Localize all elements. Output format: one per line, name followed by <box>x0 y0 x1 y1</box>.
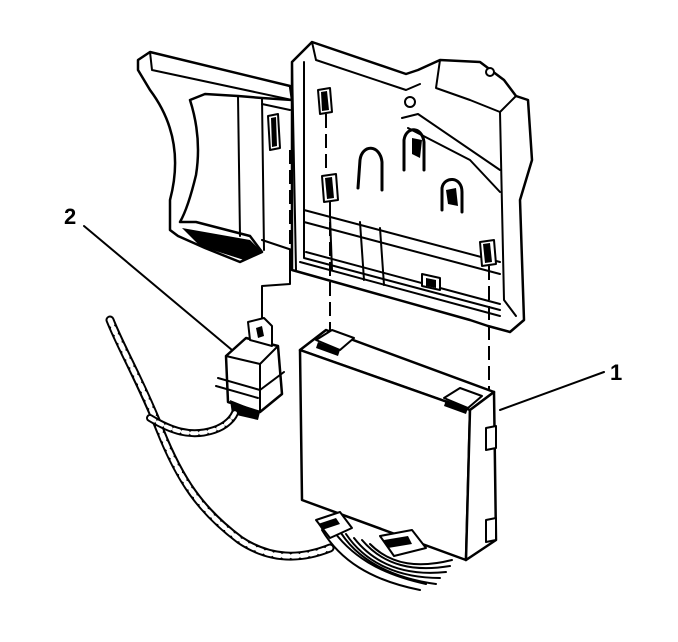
control-module <box>298 328 498 562</box>
relay-mount-line <box>261 261 291 325</box>
alignment-guides <box>289 114 490 392</box>
callout-1-label: 1 <box>610 360 622 385</box>
wiring-harness <box>105 315 453 591</box>
mounting-bracket <box>136 40 534 334</box>
relay <box>215 317 285 420</box>
callout-1: 1 <box>499 360 622 411</box>
callout-2-label: 2 <box>64 204 76 229</box>
callout-2: 2 <box>64 204 233 351</box>
